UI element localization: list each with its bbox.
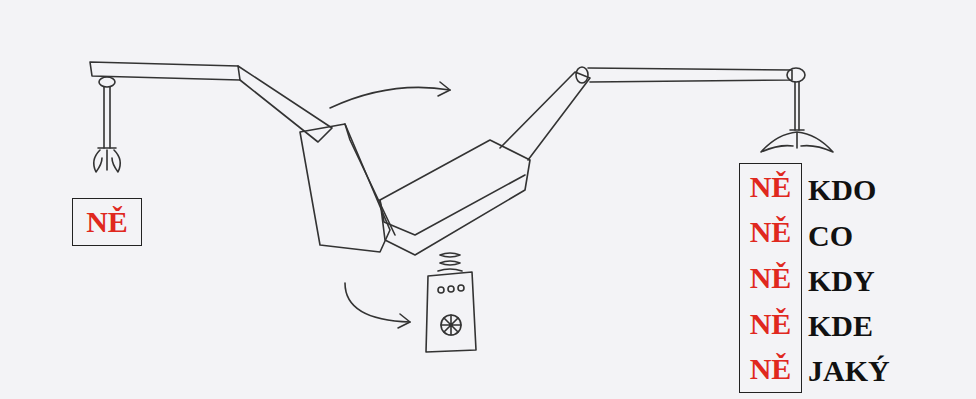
word-label: CO: [808, 218, 853, 254]
claw-rod: [795, 82, 799, 130]
word-label: KDY: [808, 263, 875, 299]
fan: [441, 315, 461, 335]
word-label: KDE: [808, 308, 873, 344]
arrow-head: [438, 82, 450, 96]
button: [448, 286, 454, 292]
claw-rod: [104, 87, 110, 148]
syllable-box: NĚ: [72, 198, 142, 246]
fan-blades: [441, 315, 461, 335]
button: [458, 285, 464, 291]
crane-base: [426, 272, 476, 352]
crane-beam: [90, 62, 240, 80]
crane-body-edge: [380, 175, 525, 235]
claw: [94, 148, 121, 172]
crane-beam: [588, 68, 792, 82]
prefix-text: NĚ: [750, 260, 792, 296]
crane-body: [380, 140, 530, 255]
claw-joint: [99, 77, 115, 87]
word-label: JAKÝ: [808, 353, 890, 389]
arrow-head: [398, 314, 410, 328]
word-label: KDO: [808, 172, 876, 208]
syllable-column-box: NĚ NĚ NĚ NĚ NĚ: [739, 163, 802, 393]
crane-arm-block: [300, 124, 390, 252]
spring: [438, 253, 462, 271]
crane-joint: [576, 67, 588, 83]
crane-joint: [787, 68, 805, 82]
prefix-text: NĚ: [750, 351, 792, 387]
claw: [761, 130, 833, 152]
crane-arm: [238, 66, 332, 142]
crane-arm-edge: [345, 124, 395, 235]
button: [438, 287, 444, 293]
motion-arrow: [330, 87, 450, 108]
prefix-text: NĚ: [750, 169, 792, 205]
prefix-text: NĚ: [750, 306, 792, 342]
crane-arm: [500, 72, 590, 160]
prefix-text: NĚ: [750, 214, 792, 250]
motion-arrow: [345, 283, 410, 322]
prefix-text: NĚ: [86, 204, 128, 240]
